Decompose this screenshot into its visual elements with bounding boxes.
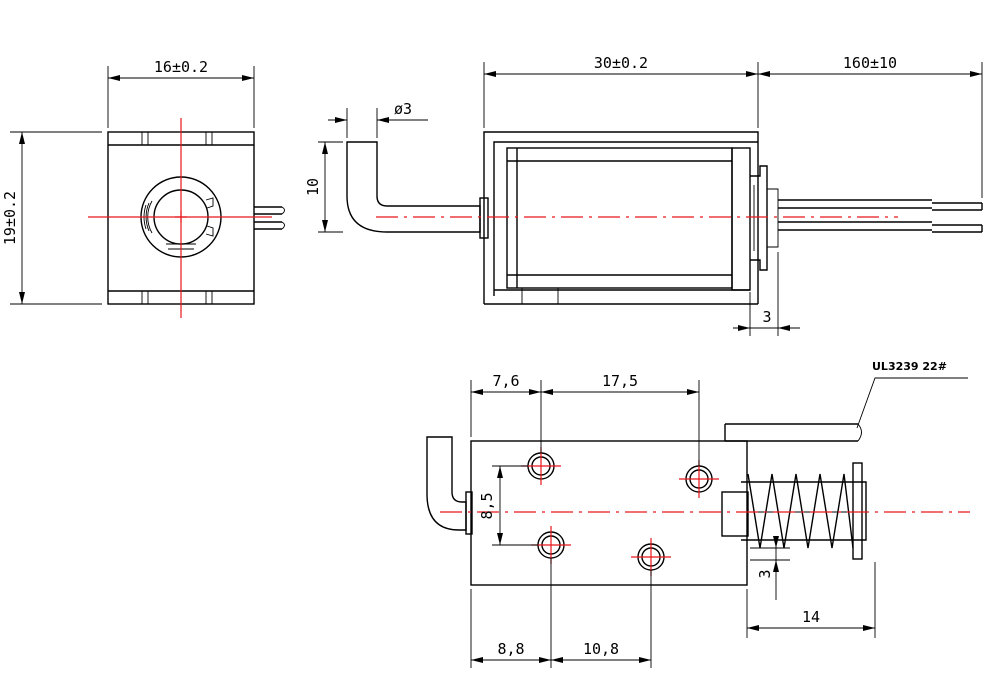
bottom-view-body — [470, 440, 748, 586]
coil-winding-right — [205, 197, 214, 237]
plunger-height-dim-text: 10 — [304, 178, 322, 196]
spring-coil — [747, 473, 854, 549]
side-frame-outer — [483, 131, 759, 304]
bottom-wire-end — [857, 423, 862, 442]
front-height-dim-text: 19±0.2 — [1, 191, 19, 245]
side-flange-detail — [753, 185, 779, 251]
vertical-spacing-dim-text: 8,5 — [478, 492, 496, 519]
side-view: ø3 10 30±0.2 160±10 3 — [304, 54, 983, 336]
bottom-wire-strap — [724, 423, 858, 442]
plunger-dia-dim-text: ø3 — [394, 100, 412, 118]
bottom-plunger-bushing — [465, 491, 473, 535]
body-length-dim-text: 30±0.2 — [594, 54, 648, 72]
top-hole-ext — [470, 380, 700, 466]
side-frame-bottom — [484, 289, 758, 305]
bottom-offset-dim-text: 8,8 — [497, 640, 524, 658]
side-leads — [778, 199, 932, 231]
bottom-notch-detail — [141, 291, 213, 304]
spring-length-dim-text: 14 — [802, 608, 820, 626]
plunger-dia-ext — [346, 108, 378, 138]
top-offset-dim-text: 7,6 — [492, 372, 519, 390]
side-flange — [750, 165, 768, 271]
bottom-plunger-hook — [426, 436, 467, 531]
front-view: 16±0.2 19±0.2 — [1, 58, 285, 318]
flange-thick-dim-text: 3 — [762, 308, 771, 326]
vertical-hole-ext — [492, 465, 538, 546]
bottom-spacing-dim-text: 10,8 — [583, 640, 619, 658]
wire-label-leader — [856, 377, 968, 429]
side-frame-inner — [493, 141, 758, 296]
notch-detail — [141, 132, 213, 145]
front-lead-ends — [281, 206, 285, 230]
spring-offset-ext — [750, 547, 790, 561]
top-spacing-dim-text: 17,5 — [602, 372, 638, 390]
front-center-cross — [175, 211, 187, 223]
plunger-hook — [346, 141, 481, 233]
spring-end-washer — [852, 462, 863, 560]
spring-guide-tube — [721, 491, 749, 537]
flange-thick-ext — [749, 252, 779, 336]
wire-label-text: UL3239 22# — [872, 360, 947, 373]
side-lead-tips — [932, 202, 983, 233]
bottom-hole-ext — [470, 558, 652, 668]
lead-length-dim-text: 160±10 — [843, 54, 897, 72]
side-coil-body — [506, 147, 733, 289]
front-lead-stubs — [254, 206, 282, 230]
spring-bearing — [741, 481, 867, 541]
side-end-plate — [731, 147, 751, 291]
side-front-bushing — [479, 197, 489, 239]
front-width-dim-text: 16±0.2 — [154, 58, 208, 76]
spring-offset-dim-text: 3 — [756, 569, 774, 578]
side-coil-inner-lines — [507, 148, 732, 288]
side-coil-bottom-detail — [521, 288, 559, 304]
front-height-ext — [10, 131, 102, 305]
bottom-view: UL3239 22# — [426, 360, 970, 668]
